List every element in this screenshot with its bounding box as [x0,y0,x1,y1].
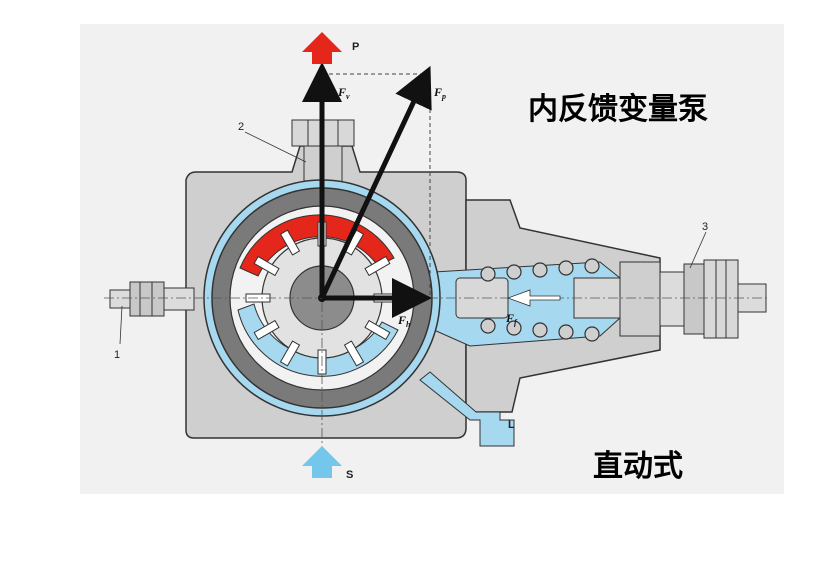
force-fh-label: Fh [397,313,411,329]
control-spring [480,258,600,342]
suction-inlet-arrow [302,446,342,478]
port-p-label: P [352,41,359,53]
port-l-label: L [508,419,515,431]
callout-3: 3 [702,221,708,233]
force-ff-arrow [506,289,561,307]
force-ff-label: Ff [505,311,518,327]
callout-2: 2 [238,121,244,133]
diagram-subtitle: 直动式 [593,449,683,484]
diagram-title: 内反馈变量泵 [528,92,708,127]
callout-3-leader [689,231,707,269]
left-stop-screw [109,281,195,317]
callout-1: 1 [114,349,120,361]
callout-2-leader [244,131,307,163]
pressure-outlet-arrow [302,32,342,64]
port-s-label: S [346,469,353,481]
force-fp-arrow [319,65,432,300]
force-fp-label: Fp [433,85,446,101]
leakage-channel [419,371,515,447]
force-fv-label: Fv [337,85,350,101]
callout-1-leader [119,305,123,345]
